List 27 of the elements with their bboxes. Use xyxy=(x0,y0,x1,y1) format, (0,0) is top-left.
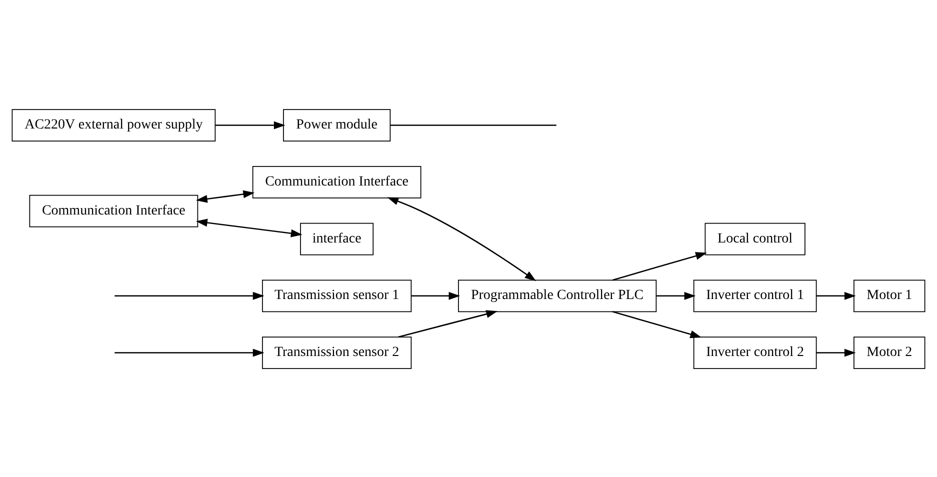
arrow xyxy=(196,190,255,202)
arrow xyxy=(114,348,264,356)
node-box: interface xyxy=(300,222,374,255)
arrow xyxy=(114,291,264,300)
node-box: Inverter control 1 xyxy=(693,279,817,312)
arrow xyxy=(656,291,696,300)
node-box: Communication Interface xyxy=(29,194,198,227)
node-box: Motor 2 xyxy=(854,336,926,368)
arrow xyxy=(387,196,536,281)
arrow xyxy=(816,291,856,300)
arrow xyxy=(196,218,302,237)
node-box: Transmission sensor 1 xyxy=(262,279,412,312)
node-box: Power module xyxy=(283,108,391,141)
node-box: Motor 1 xyxy=(854,279,926,312)
connector xyxy=(390,124,556,126)
node-box: Inverter control 2 xyxy=(693,336,817,368)
node-box: Local control xyxy=(704,222,806,255)
arrow xyxy=(398,310,498,338)
arrow xyxy=(612,252,708,280)
node-box: AC220V external power supply xyxy=(12,108,216,141)
node-box: Communication Interface xyxy=(252,165,422,198)
arrow xyxy=(215,120,286,129)
node-box: Transmission sensor 2 xyxy=(262,336,412,368)
arrow xyxy=(816,348,856,356)
node-box: Programmable Controller PLC xyxy=(458,279,657,312)
arrow xyxy=(612,310,702,338)
arrow xyxy=(411,291,460,300)
